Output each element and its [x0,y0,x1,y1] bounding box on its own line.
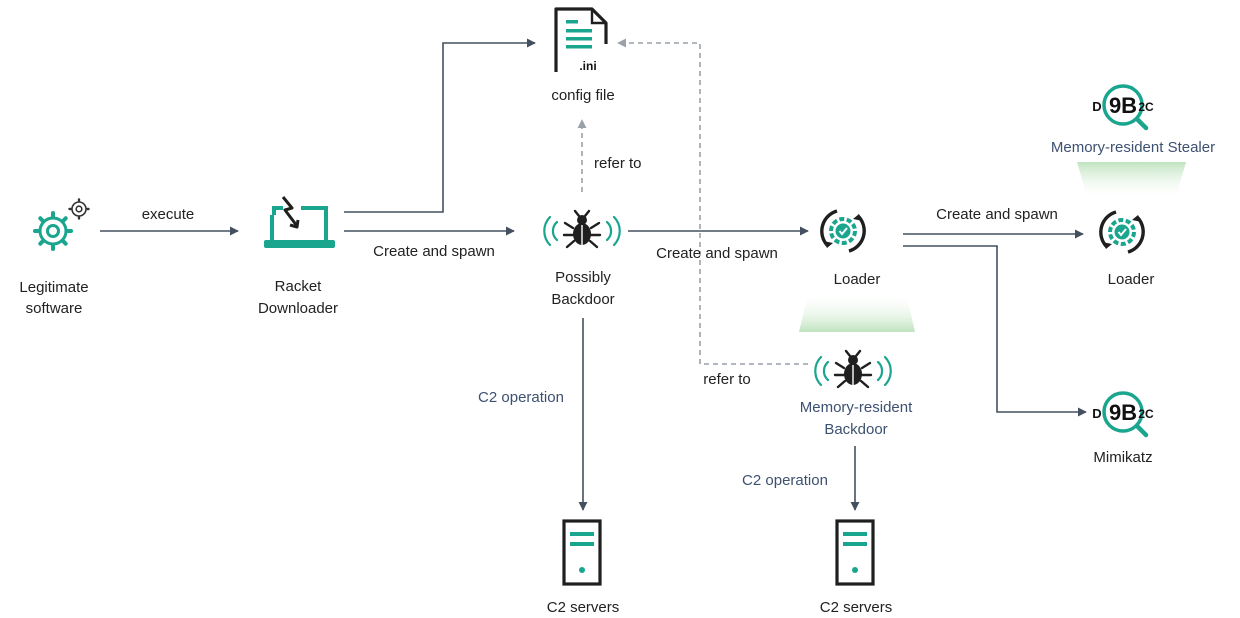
node-possibly-backdoor: Possibly Backdoor [543,209,621,308]
edge-label-c2-operation-2: C2 operation [742,472,828,489]
edge-label-refer-to-1: refer to [594,155,642,172]
node-memory-resident-stealer: D 9B 2C Memory-resident Stealer [1051,84,1215,156]
logo-letter-d: D [1092,406,1101,421]
node-label: Mimikatz [1093,449,1152,466]
loader-icon [820,209,866,253]
edge-downloader-to-config [344,38,536,213]
small-gear-icon [68,198,90,220]
node-label-line1: Possibly [555,269,611,286]
node-label: Loader [1108,271,1155,288]
edge-loader-to-mimikatz [903,245,1087,417]
edges [100,38,1087,511]
node-label: C2 servers [547,599,620,616]
edge-label-c2-operation-1: C2 operation [478,389,564,406]
node-label: Loader [834,271,881,288]
node-label: C2 servers [820,599,893,616]
node-c2-servers-2: C2 servers [820,519,893,616]
node-label: Memory-resident Stealer [1051,139,1215,156]
gear-icon [33,211,73,251]
logo-letters-9b: 9B [1109,400,1137,425]
logo-letters-2c: 2C [1138,407,1154,421]
server-icon [562,519,602,586]
node-label-line2: Backdoor [824,421,887,438]
edge-label-refer-to-2: refer to [703,371,751,388]
glow-highlight [1077,162,1186,200]
loader-icon [1099,210,1145,254]
file-extension: .ini [579,59,596,73]
dashed-edges [577,38,808,365]
edge-membackdoor-refer-config [617,38,808,365]
glow-highlight [799,293,915,332]
logo-letters-2c: 2C [1138,100,1154,114]
file-icon: .ini [554,7,608,73]
edge-label-create-spawn-2: Create and spawn [656,245,778,262]
logo-letters-9b: 9B [1109,93,1137,118]
node-racket-downloader: Racket Downloader [258,196,338,317]
magnifier-icon: D 9B 2C [1092,84,1154,131]
node-label-line2: Backdoor [551,291,614,308]
node-label-line1: Racket [275,278,323,295]
node-loader-2: Loader [1099,210,1155,288]
edge-label-create-spawn-1: Create and spawn [373,243,495,260]
bug-icon [814,349,892,389]
node-c2-servers-1: C2 servers [547,519,620,616]
logo-letter-d: D [1092,99,1101,114]
edge-label-execute: execute [142,206,195,223]
node-loader-1: Loader [820,209,881,288]
node-label-line2: Downloader [258,300,338,317]
node-legitimate-software: Legitimate software [19,198,90,317]
magnifier-icon: D 9B 2C [1092,391,1154,438]
node-label-line1: Memory-resident [800,399,913,416]
node-label-line2: software [26,300,83,317]
bug-icon [543,209,621,249]
edge-label-create-spawn-3: Create and spawn [936,206,1058,223]
node-config-file: .ini config file [551,7,615,104]
node-mimikatz: D 9B 2C Mimikatz [1092,391,1154,466]
node-memory-resident-backdoor: Memory-resident Backdoor [800,349,913,438]
server-icon [835,519,875,586]
node-label: config file [551,87,614,104]
node-label-line1: Legitimate [19,279,88,296]
laptop-icon [264,196,335,248]
